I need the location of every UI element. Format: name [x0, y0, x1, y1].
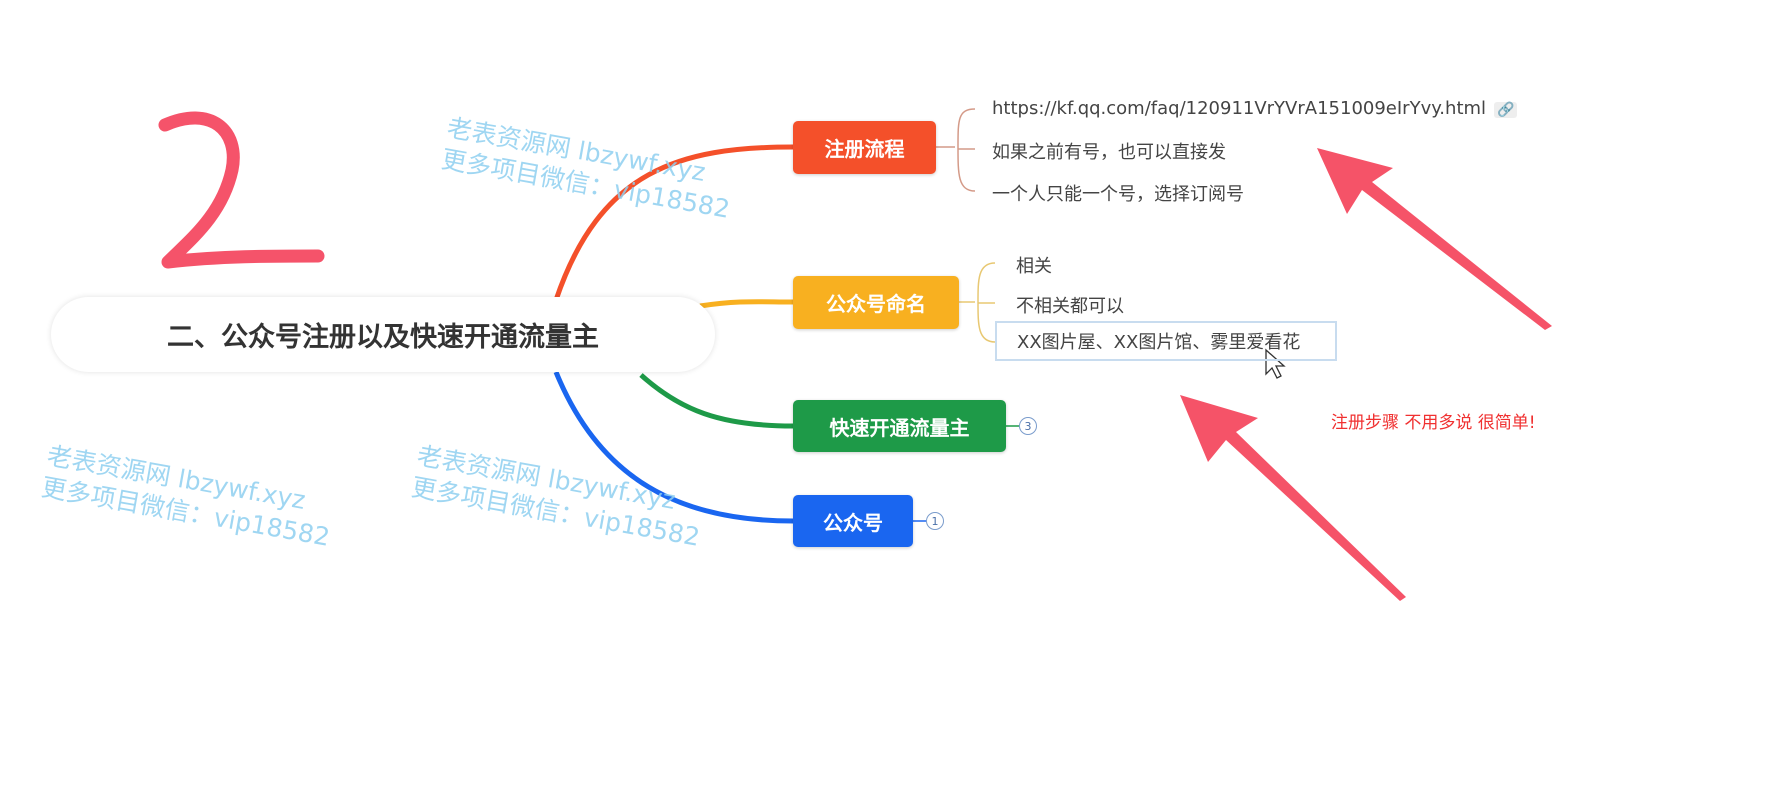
- leaf-bracket-register: [936, 108, 976, 192]
- branch-line-register: [553, 144, 794, 301]
- branch-line-naming: [699, 299, 794, 309]
- root-node-label: 二、公众号注册以及快速开通流量主: [167, 322, 599, 353]
- leaf-url[interactable]: https://kf.qq.com/faq/120911VrYVrA151009…: [992, 98, 1518, 119]
- leaf-bracket-naming: [959, 262, 996, 343]
- arrow-pointer-icon: [1180, 148, 1552, 601]
- branch-line-account: [553, 371, 794, 524]
- link-icon[interactable]: 🔗: [1494, 102, 1518, 118]
- mouse-cursor-icon: [1265, 348, 1286, 379]
- branch-node-register[interactable]: 注册流程: [793, 121, 936, 174]
- leaf-item-text: XX图片屋、XX图片馆、雾里爱看花: [1017, 332, 1301, 353]
- leaf-item[interactable]: 一个人只能一个号，选择订阅号: [992, 184, 1244, 205]
- leaf-url-text[interactable]: https://kf.qq.com/faq/120911VrYVrA151009…: [992, 98, 1487, 119]
- root-node[interactable]: 二、公众号注册以及快速开通流量主: [51, 297, 715, 372]
- leaf-item[interactable]: 相关: [1016, 256, 1052, 277]
- annotation-note: 注册步骤 不用多说 很简单!: [1331, 413, 1536, 433]
- branch-node-traffic[interactable]: 快速开通流量主: [793, 400, 1006, 452]
- branch-node-account[interactable]: 公众号: [793, 495, 913, 547]
- leaf-item-selected[interactable]: XX图片屋、XX图片馆、雾里爱看花: [995, 321, 1337, 361]
- branch-node-naming[interactable]: 公众号命名: [793, 276, 959, 329]
- collapse-count-badge[interactable]: 3: [1019, 417, 1037, 435]
- handwritten-number-2: [158, 111, 325, 269]
- leaf-item[interactable]: 不相关都可以: [1016, 296, 1124, 317]
- leaf-item[interactable]: 如果之前有号，也可以直接发: [992, 142, 1226, 163]
- collapse-count-badge[interactable]: 1: [926, 512, 944, 530]
- branch-line-traffic: [639, 373, 794, 429]
